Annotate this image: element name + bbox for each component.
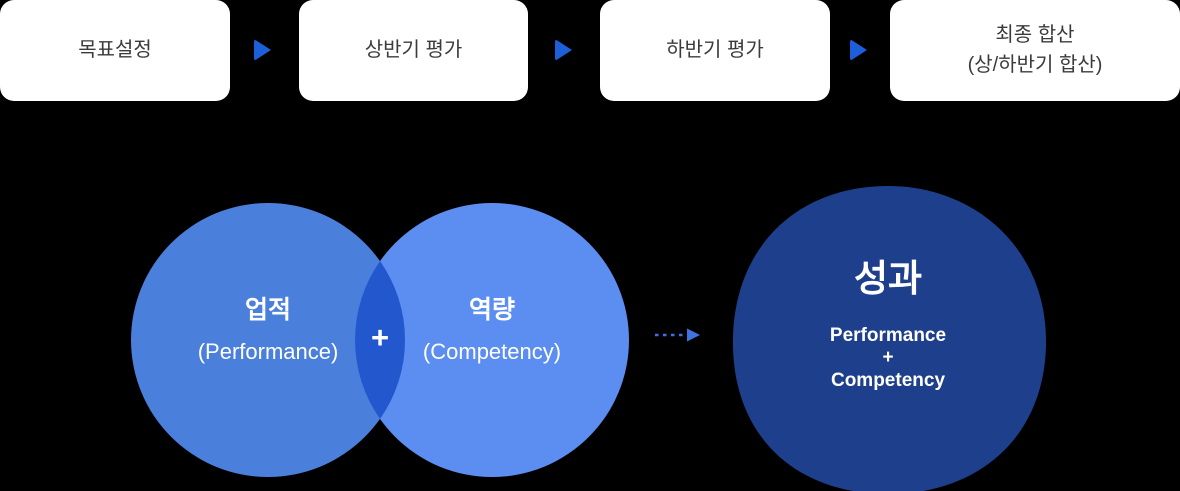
step-label: 상반기 평가 — [364, 39, 463, 61]
step-label: 목표설정 — [78, 39, 152, 61]
step-arrow-icon — [850, 39, 867, 61]
result-blob — [732, 186, 1047, 491]
step-sublabel: (상/하반기 합산) — [967, 54, 1103, 76]
step-card-final-sum: 최종 합산 (상/하반기 합산) — [890, 0, 1180, 101]
venn-overlap-lens — [354, 261, 406, 419]
result-line: Performance — [829, 324, 947, 346]
result-title: 성과 — [853, 258, 923, 299]
step-card-goal-setting: 목표설정 — [0, 0, 230, 101]
step-arrow-icon — [555, 39, 572, 61]
result-line: + — [882, 347, 894, 369]
result-label: 성과 Performance + Competency — [738, 258, 1038, 392]
competency-circle-label: 역량 (Competency) — [372, 295, 612, 365]
result-line: Competency — [830, 369, 946, 391]
competency-title: 역량 — [468, 296, 515, 324]
step-label: 하반기 평가 — [666, 39, 764, 61]
step-card-first-half-evaluation: 상반기 평가 — [299, 0, 528, 101]
performance-subtitle: (Performance) — [197, 339, 339, 364]
step-arrow-icon — [254, 39, 271, 61]
competency-circle — [355, 203, 629, 477]
step-label: 최종 합산 — [995, 24, 1075, 46]
performance-circle-label: 업적 (Performance) — [148, 295, 388, 365]
step-card-second-half-evaluation: 하반기 평가 — [600, 0, 830, 101]
competency-subtitle: (Competency) — [422, 339, 562, 364]
plus-symbol: + — [370, 320, 390, 355]
dashed-arrow-head-icon — [687, 328, 700, 342]
performance-title: 업적 — [244, 296, 291, 324]
performance-circle — [131, 203, 405, 477]
